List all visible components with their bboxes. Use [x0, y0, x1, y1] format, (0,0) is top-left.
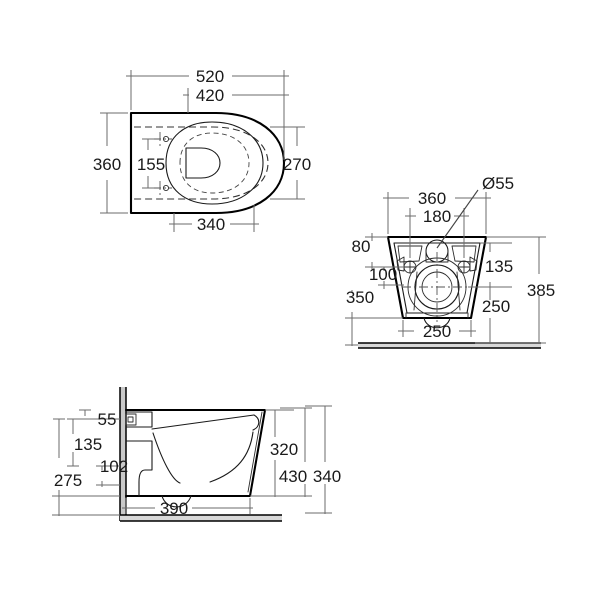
- front-contour-right: [456, 271, 461, 311]
- plan-dim-520-label: 520: [196, 67, 224, 86]
- side-inlet-spigot-inner: [127, 416, 134, 423]
- front-dimticks-100: [378, 266, 390, 286]
- front-lug-right: [469, 256, 478, 272]
- front-bottom-notches: [405, 312, 469, 319]
- front-body-inner-outline: [393, 242, 481, 314]
- plan-dim-270-label: 270: [283, 155, 311, 174]
- side-bowl-inner-curve: [152, 432, 181, 484]
- side-dim-102-label: 102: [100, 457, 128, 476]
- side-dim-340-label: 340: [313, 467, 341, 486]
- side-wall-body: [120, 387, 126, 521]
- front-dimticks-385: [533, 236, 545, 344]
- side-bowl-front-curve: [209, 431, 254, 483]
- front-dimticks-250b: [402, 325, 472, 337]
- side-dim-55-label: 55: [98, 410, 117, 429]
- plan-dim-340-label: 340: [197, 215, 225, 234]
- side-inlet-spigot: [125, 413, 137, 426]
- side-dim-135-label: 135: [74, 435, 102, 454]
- plan-dimticks-155: [142, 138, 154, 189]
- plan-dimticks-270: [290, 126, 304, 200]
- plan-view-group: 520 420 360 270 155 340: [93, 67, 311, 234]
- front-fixing-cross-left: [403, 260, 417, 274]
- side-dimticks-390: [125, 502, 251, 514]
- plan-outlet-d-shape: [185, 147, 221, 179]
- plan-fixing-hole-upper: [162, 135, 170, 143]
- side-dimticks-102: [96, 465, 108, 486]
- side-front-edge-inner: [247, 411, 263, 493]
- front-dimticks-350: [346, 317, 358, 346]
- plan-dim-360-label: 360: [93, 155, 121, 174]
- side-dimticks-55: [79, 409, 91, 420]
- front-dimticks-80: [366, 236, 378, 268]
- side-dim-430-label: 430: [279, 467, 307, 486]
- front-dimticks-360: [387, 192, 487, 204]
- front-contour-left: [413, 271, 418, 311]
- plan-dim-420-label: 420: [196, 86, 224, 105]
- side-dimticks-320: [269, 409, 281, 497]
- side-rim-front-return: [252, 414, 260, 431]
- plan-fixing-cross-lower: [152, 181, 172, 195]
- side-floor-edges: [120, 514, 282, 522]
- side-dim-390-label: 390: [160, 499, 188, 518]
- side-bowl-bottom-bulge: [161, 495, 192, 508]
- front-recess-right: [451, 245, 477, 263]
- front-leader-d55: [436, 189, 479, 249]
- side-dim-320-label: 320: [270, 440, 298, 459]
- side-trap-outline: [125, 440, 153, 497]
- front-dim-360-label: 360: [418, 189, 446, 208]
- plan-dimticks-360: [100, 112, 114, 214]
- plan-rim-dashed-outline: [134, 126, 269, 200]
- side-dimticks-135: [67, 418, 79, 467]
- plan-dimticks-520: [130, 70, 285, 82]
- front-dim-250-bottom-label: 250: [423, 322, 451, 341]
- front-dim-250-right-label: 250: [482, 297, 510, 316]
- side-dimticks-430: [299, 407, 311, 497]
- side-rim-slope: [151, 414, 255, 430]
- plan-dimticks-340: [173, 218, 255, 230]
- side-pan-outline: [124, 408, 267, 498]
- front-dim-80-label: 80: [352, 237, 371, 256]
- plan-dim-155-label: 155: [137, 155, 165, 174]
- plan-pan-outline: [129, 111, 286, 215]
- front-dim-385-label: 385: [527, 281, 555, 300]
- front-dim-135-label: 135: [485, 257, 513, 276]
- front-dim-350-label: 350: [346, 288, 374, 307]
- plan-dimticks-420: [187, 88, 285, 102]
- front-dimticks-180: [409, 210, 465, 222]
- plan-bowl-inner-dashed: [179, 132, 250, 194]
- side-dim-275-label: 275: [54, 471, 82, 490]
- front-floor-band: [358, 343, 541, 348]
- front-dim-100-label: 100: [369, 265, 397, 284]
- plan-fixing-cross-upper: [152, 132, 172, 146]
- front-recess-left: [397, 245, 423, 263]
- side-floor-body: [120, 515, 282, 521]
- front-dim-d55-label: Ø55: [482, 174, 514, 193]
- side-dimticks-275: [53, 418, 65, 516]
- side-dimticks-340: [319, 405, 331, 514]
- front-view-group: 360 180 Ø55 80 100 350 250: [345, 174, 555, 349]
- plan-bowl-outer: [165, 121, 264, 205]
- front-fixing-cross-right: [457, 260, 471, 274]
- plan-fixing-hole-lower: [162, 184, 170, 192]
- front-bottom-bulge: [423, 317, 451, 329]
- front-body-outline: [386, 235, 488, 320]
- side-view-group: 55 135 102 275 390 320 430: [52, 387, 341, 522]
- side-connector-box: [125, 411, 153, 428]
- front-dim-180-label: 180: [423, 207, 451, 226]
- front-dimticks-250r: [484, 286, 496, 344]
